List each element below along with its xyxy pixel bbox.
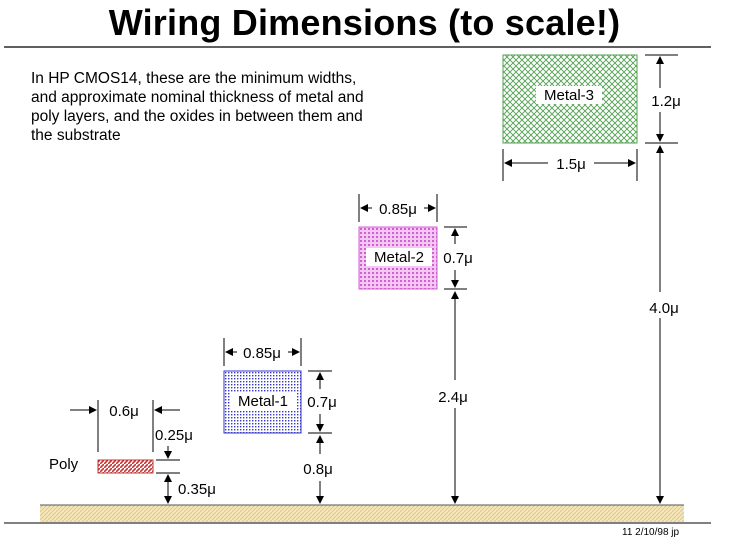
poly-oxide-label: 0.35μ (178, 481, 216, 498)
metal3-label: Metal-3 (544, 87, 594, 104)
poly-height-arrow (164, 451, 172, 459)
metal2-height-arrow-top (451, 228, 459, 236)
metal3-oxide-label: 4.0μ (649, 300, 679, 317)
poly-label: Poly (49, 456, 79, 473)
metal3-width-arrow-right (628, 159, 636, 167)
metal2-label: Metal-2 (374, 249, 424, 266)
metal2-height-arrow-bottom (451, 280, 459, 288)
metal2-width-label: 0.85μ (379, 201, 417, 218)
metal2-oxide-arrow-top (451, 291, 459, 299)
footer-text: 11 2/10/98 jp (622, 527, 680, 538)
metal1-oxide-label: 0.8μ (303, 461, 333, 478)
poly-width-arrow-left (89, 406, 97, 414)
metal1-label: Metal-1 (238, 393, 288, 410)
metal1-height-label: 0.7μ (307, 394, 337, 411)
metal1-width-arrow-left (225, 348, 233, 356)
poly-rect (97, 459, 154, 474)
metal1-label-bg (230, 392, 296, 410)
metal3-width-arrow-left (504, 159, 512, 167)
metal2-oxide-label: 2.4μ (438, 389, 468, 406)
metal3-height-arrow-top (656, 56, 664, 64)
page-title: Wiring Dimensions (to scale!) (108, 2, 621, 43)
poly-width-label: 0.6μ (109, 403, 139, 420)
metal2-oxide-arrow-bottom (451, 496, 459, 504)
metal1-width-label: 0.85μ (243, 345, 281, 362)
metal1-height-arrow-bottom (316, 424, 324, 432)
poly-width-arrow-right (154, 406, 162, 414)
metal3-oxide-arrow-bottom (656, 496, 664, 504)
metal2-height-label: 0.7μ (443, 250, 473, 267)
poly-oxide-arrow-bottom (164, 496, 172, 504)
metal1-width-arrow-right (292, 348, 300, 356)
metal3-label-bg (536, 86, 602, 104)
metal2-width-arrow-left (360, 204, 368, 212)
metal2-width-arrow-right (428, 204, 436, 212)
metal1-height-arrow-top (316, 372, 324, 380)
metal3-width-label: 1.5μ (556, 156, 586, 173)
poly-height-label: 0.25μ (155, 427, 193, 444)
metal2-label-bg (366, 248, 432, 266)
metal1-oxide-arrow-top (316, 435, 324, 443)
intro-text: In HP CMOS14, these are the minimum widt… (31, 70, 364, 144)
substrate (40, 505, 684, 522)
metal3-height-arrow-bottom (656, 134, 664, 142)
metal3-height-label: 1.2μ (651, 93, 681, 110)
poly-oxide-arrow-top (164, 474, 172, 482)
metal3-oxide-arrow-top (656, 145, 664, 153)
metal1-oxide-arrow-bottom (316, 496, 324, 504)
